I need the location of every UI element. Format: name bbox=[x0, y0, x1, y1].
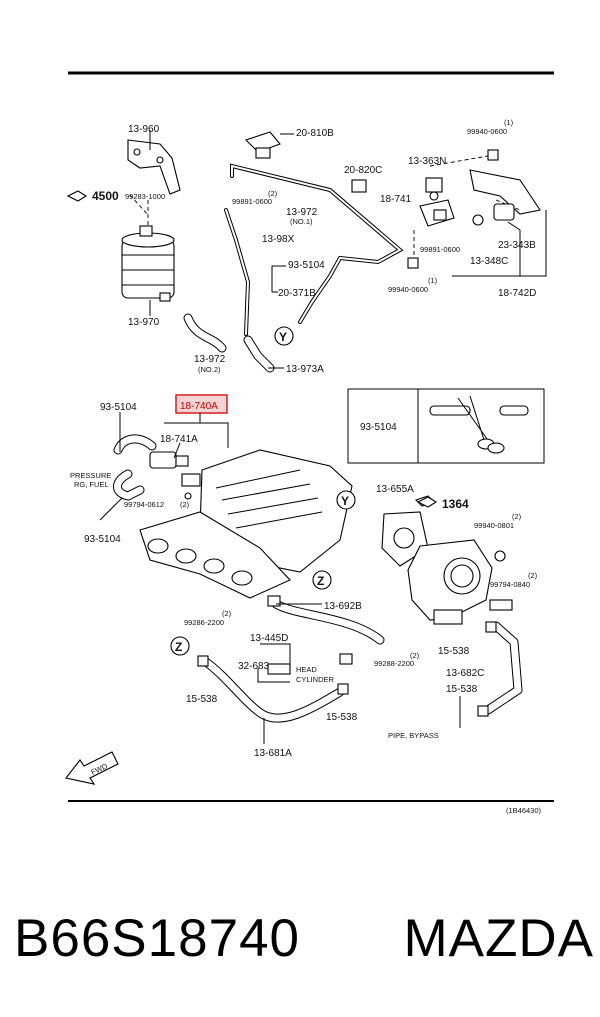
label-13-972-2: 13-972 bbox=[194, 354, 226, 365]
label-15-538-d: 15-538 bbox=[326, 712, 358, 723]
marker-z-mid bbox=[312, 570, 332, 590]
label-93-5104-low: 93-5104 bbox=[84, 534, 121, 545]
inset-box bbox=[347, 388, 545, 464]
label-pipe-bypass: PIPE, BYPASS bbox=[388, 731, 439, 740]
label-93-5104-top: 93-5104 bbox=[288, 260, 325, 271]
label-99794-a-qty: (2) bbox=[180, 500, 190, 509]
label-13-692B: 13-692B bbox=[324, 601, 362, 612]
clip-20-820C bbox=[351, 179, 367, 193]
part-number: B66S18740 bbox=[14, 908, 301, 968]
label-13-972-1-sub: (NO.1) bbox=[290, 217, 313, 226]
label-cylinder: CYLINDER bbox=[296, 675, 335, 684]
marker-z-low bbox=[170, 636, 190, 656]
label-99286: 99286-2200 bbox=[184, 618, 224, 627]
label-13-682C: 13-682C bbox=[446, 668, 484, 679]
marker-z-mid-text: Z bbox=[317, 574, 324, 588]
clip-20-810B bbox=[244, 131, 281, 159]
label-18-742D: 18-742D bbox=[498, 288, 536, 299]
label-99794-a: 99794-0612 bbox=[124, 500, 164, 509]
highlight-18-740A bbox=[175, 394, 228, 414]
label-99283: 99283-1000 bbox=[125, 192, 165, 201]
brand-name: MAZDA bbox=[403, 908, 594, 968]
label-99940-b-qty: (1) bbox=[428, 276, 438, 285]
intake-manifold bbox=[139, 449, 353, 599]
canister-13-970 bbox=[121, 225, 175, 302]
label-13-972-1: 13-972 bbox=[286, 207, 318, 218]
label-13-960: 13-960 bbox=[128, 124, 160, 135]
bracket-13-960 bbox=[127, 139, 181, 195]
label-13-655A: 13-655A bbox=[376, 484, 414, 495]
label-13-972-2-sub: (NO.2) bbox=[198, 365, 221, 374]
valve-18-741 bbox=[419, 199, 455, 227]
label-head: HEAD bbox=[296, 665, 317, 674]
label-99891-b: 99891-0600 bbox=[420, 245, 460, 254]
label-99891-a: 99891-0600 bbox=[232, 197, 272, 206]
label-18-740A: 18-740A bbox=[180, 401, 218, 412]
valve-18-741A bbox=[149, 451, 189, 469]
marker-z-low-text: Z bbox=[175, 640, 182, 654]
label-23-343B: 23-343B bbox=[498, 240, 536, 251]
throttle-body bbox=[381, 511, 493, 625]
label-13-445D: 13-445D bbox=[250, 633, 288, 644]
marker-y-mid bbox=[336, 490, 356, 510]
label-18-741A: 18-741A bbox=[160, 434, 198, 445]
fitting-23-343B bbox=[472, 203, 515, 226]
label-13-681A: 13-681A bbox=[254, 748, 292, 759]
label-99891-a-qty: (2) bbox=[268, 189, 278, 198]
label-20-371B: 20-371B bbox=[278, 288, 316, 299]
label-18-741: 18-741 bbox=[380, 194, 412, 205]
reference-code: (1B46430) bbox=[506, 806, 542, 815]
label-99794-b: 99794-0840 bbox=[490, 580, 530, 589]
label-99940-top-qty: (1) bbox=[504, 118, 514, 127]
inset-label-93-5104: 93-5104 bbox=[360, 422, 397, 433]
solenoid-13-363N bbox=[425, 177, 443, 201]
label-99288-qty: (2) bbox=[410, 651, 420, 660]
label-15-538-a: 15-538 bbox=[438, 646, 470, 657]
label-13-348C: 13-348C bbox=[470, 256, 508, 267]
marker-y-mid-text: Y bbox=[341, 494, 349, 508]
label-pressure: PRESSURE bbox=[70, 471, 111, 480]
label-13-970: 13-970 bbox=[128, 317, 160, 328]
label-99794-b-qty: (2) bbox=[528, 571, 538, 580]
label-99940-b: 99940-0600 bbox=[388, 285, 428, 294]
label-32-683: 32-683 bbox=[238, 661, 270, 672]
label-4500: 4500 bbox=[92, 189, 119, 203]
label-99940-c: 99940-0801 bbox=[474, 521, 514, 530]
marker-y-top bbox=[274, 326, 294, 346]
footer-caption: B66S18740 MAZDA bbox=[14, 898, 594, 978]
label-99940-top: 99940-0600 bbox=[467, 127, 507, 136]
label-99288: 99288-2200 bbox=[374, 659, 414, 668]
label-rg-fuel: RG, FUEL bbox=[74, 480, 109, 489]
label-93-5104-mid: 93-5104 bbox=[100, 402, 137, 413]
label-13-98X: 13-98X bbox=[262, 234, 295, 245]
label-13-973A: 13-973A bbox=[286, 364, 324, 375]
label-1364: 1364 bbox=[442, 497, 469, 511]
label-13-363N: 13-363N bbox=[408, 156, 446, 167]
fwd-arrow-icon: FWD bbox=[65, 751, 119, 785]
label-15-538-c: 15-538 bbox=[186, 694, 218, 705]
label-15-538-b: 15-538 bbox=[446, 684, 478, 695]
label-20-820C: 20-820C bbox=[344, 165, 382, 176]
marker-y-top-text: Y bbox=[279, 330, 287, 344]
label-20-810B: 20-810B bbox=[296, 128, 334, 139]
label-99940-c-qty: (2) bbox=[512, 512, 522, 521]
label-99286-qty: (2) bbox=[222, 609, 232, 618]
